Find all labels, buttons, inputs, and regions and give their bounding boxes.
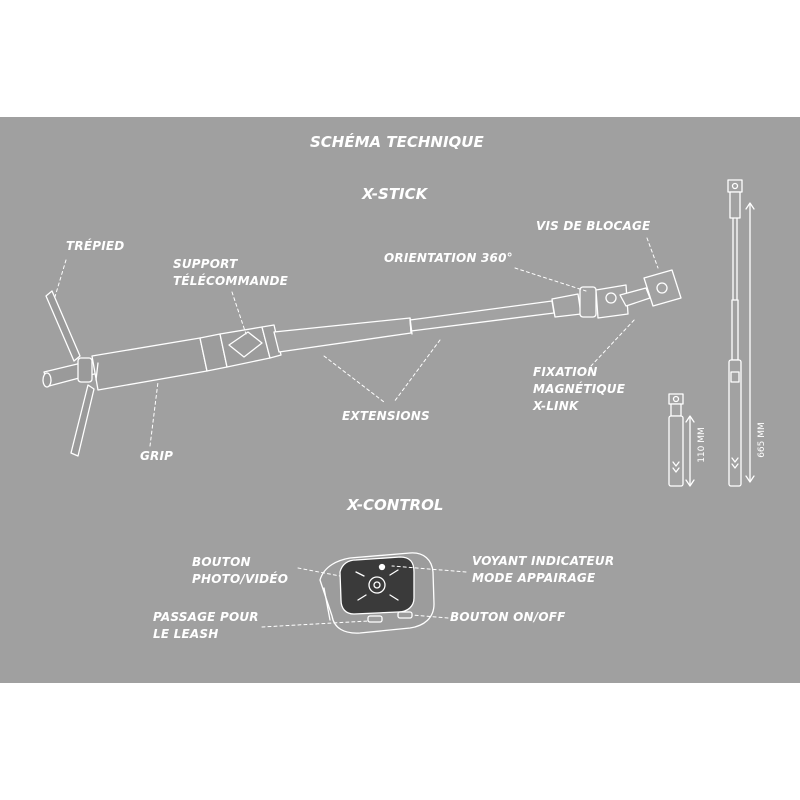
- label-support-line1: SUPPORT: [173, 257, 238, 271]
- remote-center-button: [368, 576, 386, 594]
- extension-tube-1: [273, 317, 412, 353]
- label-bouton-photo-line2: PHOTO/VIDÉO: [192, 572, 289, 586]
- label-passage-line2: LE LEASH: [153, 627, 219, 641]
- x-control-leader-lines: [261, 565, 467, 628]
- label-fixation: FIXATION MAGNÉTIQUE X-LINK: [533, 364, 625, 415]
- extended-stick-drawing: [727, 179, 755, 487]
- label-support: SUPPORT TÉLÉCOMMANDE: [173, 256, 288, 290]
- label-fixation-line1: FIXATION: [533, 365, 598, 379]
- label-passage-line1: PASSAGE POUR: [153, 610, 259, 624]
- locking-screw: [643, 269, 682, 307]
- x-control-drawing: [319, 552, 435, 634]
- grip-body: [91, 337, 208, 391]
- label-fixation-line3: X-LINK: [533, 399, 579, 413]
- collapsed-stick-drawing: [668, 393, 695, 487]
- label-support-line2: TÉLÉCOMMANDE: [173, 274, 289, 288]
- label-orientation: ORIENTATION 360°: [384, 251, 513, 265]
- x-stick-drawing: [42, 269, 682, 457]
- label-passage-leash: PASSAGE POUR LE LEASH: [153, 609, 259, 643]
- label-grip: GRIP: [140, 449, 174, 463]
- label-voyant-line2: MODE APPAIRAGE: [472, 571, 596, 585]
- dimension-short: 110 MM: [696, 427, 707, 463]
- label-voyant-line1: VOYANT INDICATEUR: [472, 554, 615, 568]
- label-extensions: EXTENSIONS: [342, 409, 430, 423]
- x-stick-heading: X-STICK: [362, 185, 428, 203]
- label-fixation-line2: MAGNÉTIQUE: [533, 382, 626, 396]
- dimension-long: 665 MM: [756, 422, 767, 458]
- x-stick-leader-lines: [53, 237, 659, 447]
- label-voyant: VOYANT INDICATEUR MODE APPAIRAGE: [472, 553, 614, 587]
- label-vis-blocage: VIS DE BLOCAGE: [536, 219, 651, 233]
- page-title: SCHÉMA TECHNIQUE: [310, 133, 484, 151]
- extension-tube-2: [409, 300, 555, 332]
- x-control-heading: X-CONTROL: [347, 496, 444, 514]
- tripod-legs: [42, 290, 99, 457]
- label-bouton-photo-line1: BOUTON: [192, 555, 251, 569]
- label-bouton-onoff: BOUTON ON/OFF: [450, 610, 566, 624]
- label-bouton-photo: BOUTON PHOTO/VIDÉO: [192, 554, 288, 588]
- label-trepied: TRÉPIED: [66, 239, 125, 253]
